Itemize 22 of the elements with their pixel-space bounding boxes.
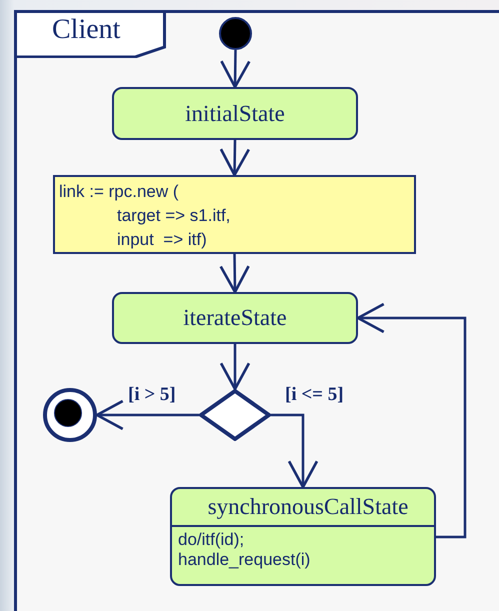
arrow xyxy=(271,414,318,488)
state-box xyxy=(170,487,436,586)
activity-text: do/itf(id); handle_request(i) xyxy=(172,525,434,570)
code-line: input => itf) xyxy=(116,229,208,251)
action-box xyxy=(53,175,416,254)
state-name: synchronousCallState xyxy=(206,493,410,521)
arrow xyxy=(220,344,250,390)
state-box xyxy=(112,87,358,140)
arrow xyxy=(356,302,466,538)
arrow xyxy=(220,50,251,88)
frame-title: Client xyxy=(52,14,120,46)
state-box xyxy=(112,292,358,344)
code-line: target => s1.itf, xyxy=(116,205,232,227)
state-name: iterateState xyxy=(183,305,287,331)
code-line: link := rpc.new ( xyxy=(59,181,180,203)
final-node xyxy=(43,388,97,442)
arrow xyxy=(219,254,250,294)
initial-node xyxy=(219,17,252,50)
state-name: initialState xyxy=(185,100,285,126)
arrow xyxy=(220,140,250,176)
frame xyxy=(14,10,499,611)
arrow xyxy=(96,400,199,430)
